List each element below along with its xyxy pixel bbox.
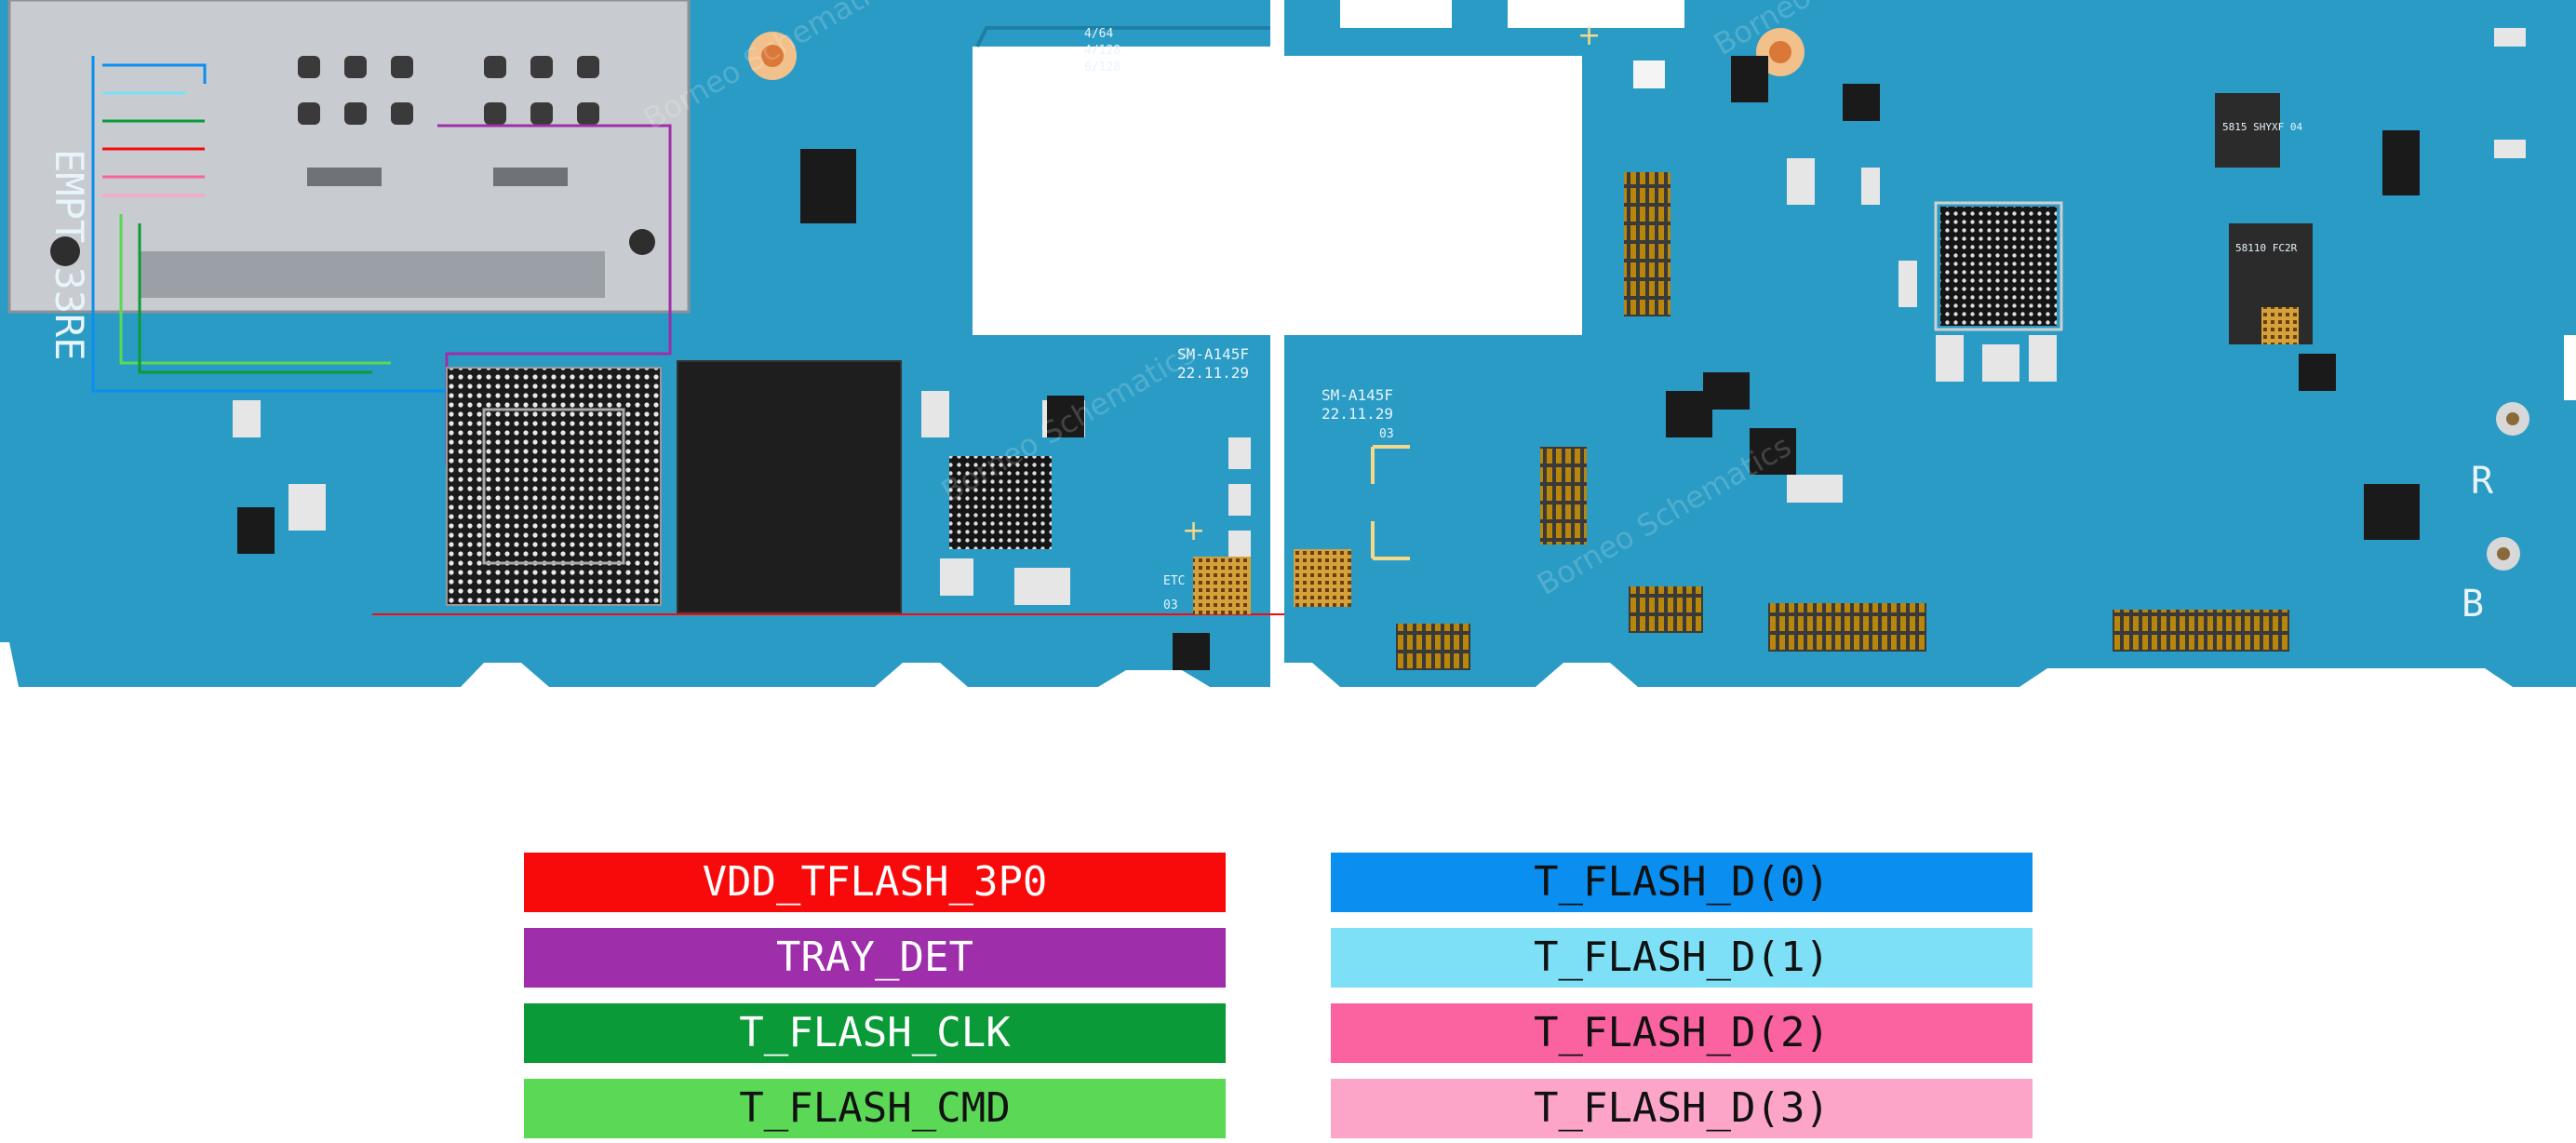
memory-variant-2: 4/128 xyxy=(1084,44,1120,58)
right-model-label: SM-A145F xyxy=(1322,386,1393,404)
right-plus-mark: + xyxy=(1577,20,1601,52)
left-model-label: SM-A145F xyxy=(1177,345,1249,363)
left-qr-code xyxy=(1193,557,1251,614)
left-date-label: 22.11.29 xyxy=(1177,364,1249,382)
right-qr-code xyxy=(1294,549,1351,607)
cpu-bga-footprint xyxy=(446,367,662,606)
legend-item-t-flash-d1: T_FLASH_D(1) xyxy=(1331,928,2033,988)
chip-marking-2: 58110 FC2R xyxy=(2235,242,2298,254)
pmic-chip xyxy=(949,456,1052,549)
connector-vertical-2 xyxy=(1540,447,1587,545)
legend-item-t-flash-d3: T_FLASH_D(3) xyxy=(1331,1079,2033,1138)
right-date-label: 22.11.29 xyxy=(1322,405,1393,423)
right-code-label: 03 xyxy=(1379,427,1394,441)
connector-small-1 xyxy=(1629,586,1703,633)
memory-chip xyxy=(677,360,902,613)
legend-item-t-flash-d2: T_FLASH_D(2) xyxy=(1331,1003,2033,1063)
left-etc-label: ETC xyxy=(1163,574,1185,588)
side-letter-r: R xyxy=(2471,460,2494,503)
connector-fpc-1 xyxy=(1768,603,1926,652)
rf-chip-1 xyxy=(2215,93,2280,168)
legend-item-t-flash-d0: T_FLASH_D(0) xyxy=(1331,853,2033,912)
memory-variant-3: 6/128 xyxy=(1084,61,1120,74)
legend-item-t-flash-cmd: T_FLASH_CMD xyxy=(524,1079,1226,1138)
left-plus-mark: + xyxy=(1182,515,1205,547)
right-cutout xyxy=(1284,56,1582,335)
soc-bga-footprint xyxy=(1940,207,2057,326)
sim-slot-text: EMPT 33RE xyxy=(47,149,92,361)
legend-item-tray-det: TRAY_DET xyxy=(524,928,1226,988)
right-board-half: 5815 SHYXF 04 58110 FC2R SM-A145F 22.11.… xyxy=(1284,0,2576,687)
right-pcb-outline xyxy=(1284,0,2576,687)
connector-fpc-2 xyxy=(2113,610,2289,652)
connector-vertical-1 xyxy=(1624,172,1670,316)
left-board-half: EMPT 33RE xyxy=(0,0,2095,687)
legend-item-t-flash-clk: T_FLASH_CLK xyxy=(524,1003,1226,1063)
memory-variant-1: 4/64 xyxy=(1084,27,1113,41)
connector-small-2 xyxy=(1396,624,1470,670)
side-letter-b: B xyxy=(2462,583,2484,625)
pcb-board-diagram: EMPT 33RE xyxy=(0,0,2576,687)
left-cutout xyxy=(973,47,1270,335)
legend-item-vdd-tflash-3p0: VDD_TFLASH_3P0 xyxy=(524,853,1226,912)
left-code-label: 03 xyxy=(1163,598,1178,612)
chip-marking-1: 5815 SHYXF 04 xyxy=(2222,121,2302,133)
